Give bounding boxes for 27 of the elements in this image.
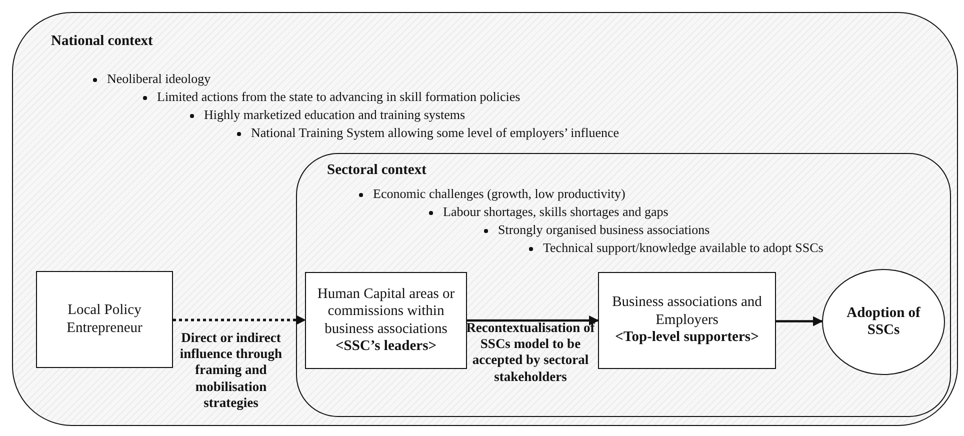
box-text: Business associations and Employers [611,294,763,330]
process-box [36,271,173,368]
context-panel [12,12,958,426]
bullet-item: Neoliberal ideology [91,71,211,87]
bullet-item: Strongly organised business associations [482,222,710,238]
arrow [173,315,306,325]
arrow [776,316,823,326]
bullet-item: Technical support/knowledge available to adopt SSCs [527,240,824,256]
edge-label: Direct or indirect influence through framing and mobilisation strategies [178,330,284,411]
process-box [598,272,776,369]
panel-heading: Sectoral context [327,162,426,179]
box-text: Human Capital areas or commissions within business associations [316,286,456,338]
outcome-circle [822,269,945,375]
bullet-item: Highly marketized education and training systems [188,107,466,123]
box-text: Local Policy Entrepreneur [66,302,144,337]
bullet-item: Economic challenges (growth, low productivity) [357,186,626,202]
panel-heading: National context [51,33,153,50]
role-text: <Top-level supporters> [615,329,759,347]
role-text: <SSC’s leaders> [336,338,436,356]
bullet-item: Limited actions from the state to advancing in skill formation policies [141,89,520,105]
bullet-item: Labour shortages, skills shortages and gaps [427,204,668,220]
outcome-text: Adoption of SSCs [846,304,922,340]
context-panel [296,153,951,417]
edge-label: Recontextualisation of SSCs model to be accepted by sectoral stakeholders [465,320,596,385]
arrow [467,316,599,326]
process-box [305,272,467,369]
bullet-item: National Training System allowing some level of employers’ influence [235,125,620,141]
